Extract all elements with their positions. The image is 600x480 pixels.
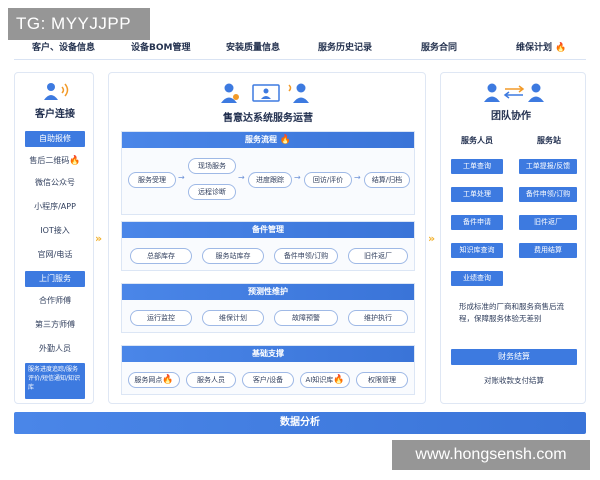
left-item-qrcode[interactable]: 售后二维码🔥 [25,153,85,169]
left-item-iot[interactable]: IOT接入 [40,226,70,235]
service-operation-panel: 售意达系统服务运营 服务流程 🔥 服务受理 → 现场服务 远程诊断 → 进度跟踪… [108,72,426,404]
flame-icon: 🔥 [279,135,291,145]
left-item-self-repair[interactable]: 自助报修 [25,131,85,147]
node-fault-warning[interactable]: 故障预警 [274,310,338,326]
team-collaboration-panel: 团队协作 服务人员 服务站 工单查询 工单处理 备件申请 知识库查询 业绩查询 … [440,72,586,404]
watermark-bottom-right: www.hongsensh.com [392,440,590,470]
node-service-outlets-label: 服务网点 [134,376,163,384]
infra-header: 基础支撑 [122,346,414,362]
predictive-section: 预测性维护 运行监控 维保计划 故障预警 维护执行 [121,283,415,333]
flame-icon: 🔥 [162,375,174,385]
btn-performance-query[interactable]: 业绩查询 [451,271,503,286]
infra-section: 基础支撑 服务网点🔥 服务人员 客户/设备 AI知识库🔥 权限管理 [121,345,415,395]
left-item-qrcode-label: 售后二维码 [29,156,70,165]
arrow-right-icon: → [238,173,245,182]
node-review[interactable]: 回访/评价 [304,172,352,188]
watermark-top-left: TG: MYYJJPP [8,8,150,40]
service-flow-title: 服务流程 [244,135,277,144]
left-item-website-phone[interactable]: 官网/电话 [37,250,73,259]
node-return-factory[interactable]: 旧件返厂 [348,248,408,264]
left-note: 服务进度追踪/服务评价/短信通知/知识库 [25,363,85,399]
flame-icon: 🔥 [555,43,567,53]
node-onsite-service[interactable]: 现场服务 [188,158,236,174]
node-monitoring[interactable]: 运行监控 [130,310,192,326]
tab-install-quality[interactable]: 安装质量信息 [226,43,281,53]
left-item-miniapp[interactable]: 小程序/APP [34,202,76,211]
btn-fee-settle[interactable]: 费用结算 [519,243,577,258]
collaboration-icon [484,83,544,102]
btn-return-factory[interactable]: 旧件返厂 [519,215,577,230]
chevron-right-icon: » [95,232,103,245]
btn-parts-order[interactable]: 备件申领/订购 [519,187,577,202]
parts-header: 备件管理 [122,222,414,238]
chevron-right-icon: » [428,232,436,245]
service-staff-subtitle: 服务人员 [461,136,493,145]
predictive-header: 预测性维护 [122,284,414,300]
customer-connection-title: 客户连接 [35,109,75,120]
btn-knowledge-query[interactable]: 知识库查询 [451,243,503,258]
customer-signal-icon [44,83,69,100]
service-station-subtitle: 服务站 [537,136,561,145]
service-operation-title: 售意达系统服务运营 [223,113,313,124]
node-customer-device[interactable]: 客户/设备 [242,372,294,388]
top-tab-bar: 客户、设备信息 设备BOM管理 安装质量信息 服务历史记录 服务合同 维保计划 … [14,36,586,60]
parts-section: 备件管理 总部库存 服务站库存 备件申领/订购 旧件返厂 [121,221,415,271]
node-service-staff[interactable]: 服务人员 [186,372,236,388]
btn-parts-apply[interactable]: 备件申请 [451,215,503,230]
customer-connection-panel: 客户连接 自助报修 售后二维码🔥 微信公众号 小程序/APP IOT接入 官网/… [14,72,94,404]
data-analysis-bar[interactable]: 数据分析 [14,412,586,434]
operation-icon [221,83,309,103]
tab-bom[interactable]: 设备BOM管理 [131,43,191,53]
left-item-third-party[interactable]: 第三方师傅 [35,320,75,329]
node-ai-knowledge[interactable]: AI知识库🔥 [300,372,350,388]
finance-description: 对账收款支付结算 [484,376,544,385]
btn-order-query[interactable]: 工单查询 [451,159,503,174]
node-maintenance-exec[interactable]: 维护执行 [348,310,408,326]
left-item-onsite[interactable]: 上门服务 [25,271,85,287]
node-permissions[interactable]: 权限管理 [356,372,408,388]
team-collaboration-title: 团队协作 [491,111,531,122]
finance-settlement-header: 财务结算 [451,349,577,365]
node-parts-request[interactable]: 备件申领/订购 [274,248,338,264]
service-flow-section: 服务流程 🔥 服务受理 → 现场服务 远程诊断 → 进度跟踪 → 回访/评价 →… [121,131,415,215]
service-flow-header: 服务流程 🔥 [122,132,414,148]
node-service-accept[interactable]: 服务受理 [128,172,176,188]
team-description: 形成标准的厂商和服务商售后流程，保障服务体验无差别 [459,302,564,323]
left-item-partner[interactable]: 合作师傅 [39,296,71,305]
tab-service-history[interactable]: 服务历史记录 [318,43,373,53]
tab-maintenance-plan[interactable]: 维保计划 🔥 [516,40,566,53]
left-item-wechat[interactable]: 微信公众号 [35,178,75,187]
arrow-right-icon: → [178,173,185,182]
btn-order-submit[interactable]: 工单提报/反馈 [519,159,577,174]
node-remote-diagnosis[interactable]: 远程诊断 [188,184,236,200]
node-progress-tracking[interactable]: 进度跟踪 [248,172,292,188]
flame-icon: 🔥 [69,156,81,166]
node-service-outlets[interactable]: 服务网点🔥 [128,372,180,388]
flame-icon: 🔥 [333,375,345,385]
tab-maintenance-plan-label: 维保计划 [516,43,553,53]
left-item-field-staff[interactable]: 外勤人员 [39,344,71,353]
node-station-stock[interactable]: 服务站库存 [202,248,264,264]
tab-service-contract[interactable]: 服务合同 [421,43,458,53]
node-hq-stock[interactable]: 总部库存 [130,248,192,264]
node-maintenance-plan[interactable]: 维保计划 [202,310,264,326]
node-ai-knowledge-label: AI知识库 [305,376,334,384]
node-settle-archive[interactable]: 结算/归档 [364,172,410,188]
tab-customer-device[interactable]: 客户、设备信息 [32,43,96,53]
arrow-right-icon: → [354,173,361,182]
btn-order-handle[interactable]: 工单处理 [451,187,503,202]
arrow-right-icon: → [294,173,301,182]
